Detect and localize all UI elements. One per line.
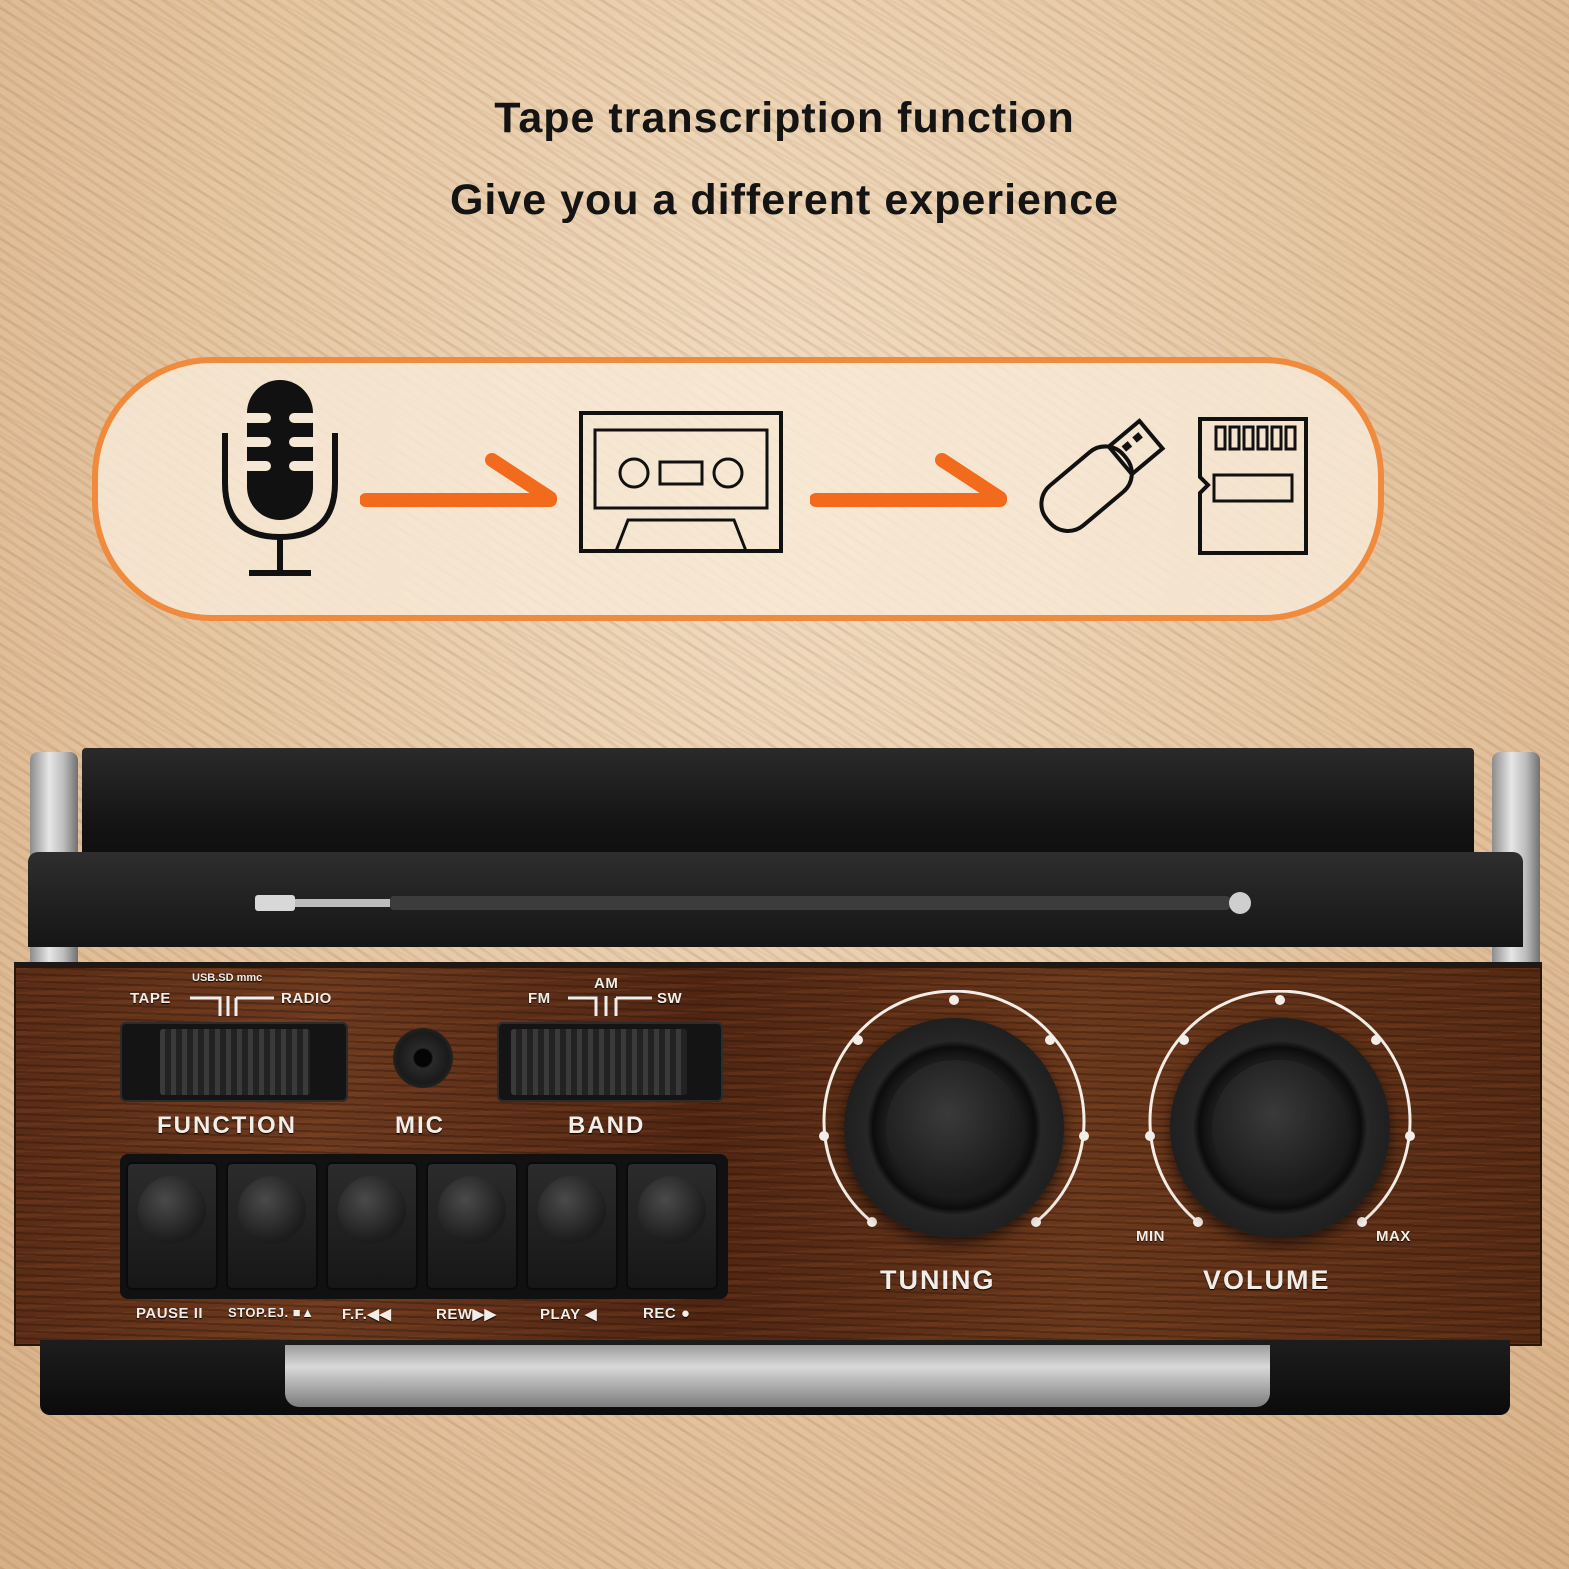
band-switch[interactable] xyxy=(497,1022,723,1102)
function-label: FUNCTION xyxy=(157,1112,297,1139)
rewind-key[interactable] xyxy=(426,1162,518,1290)
fast-forward-key[interactable] xyxy=(326,1162,418,1290)
chrome-deck-strip xyxy=(285,1345,1270,1407)
band-option-sw: SW xyxy=(657,990,683,1007)
mic-label: MIC xyxy=(395,1112,445,1139)
headline-title: Tape transcription function xyxy=(494,94,1075,142)
play-key[interactable] xyxy=(526,1162,618,1290)
mic-jack[interactable] xyxy=(393,1028,453,1088)
band-option-fm: FM xyxy=(528,990,551,1007)
volume-knob[interactable] xyxy=(1170,1018,1390,1238)
volume-label: VOLUME xyxy=(1203,1265,1331,1295)
function-option-tape: TAPE xyxy=(130,990,171,1007)
tuning-label: TUNING xyxy=(880,1265,996,1295)
arrow-icon xyxy=(360,453,557,507)
band-option-am: AM xyxy=(594,975,619,992)
sd-card-icon xyxy=(1198,417,1308,555)
telescopic-antenna[interactable] xyxy=(255,892,1255,914)
key-label-play: PLAY ◀ xyxy=(540,1306,598,1323)
function-switch-ticks xyxy=(190,996,274,1016)
function-option-usb: USB.SD mmc xyxy=(192,972,263,984)
function-switch[interactable] xyxy=(120,1022,348,1102)
key-label-stop: STOP.EJ. ■▲ xyxy=(228,1305,315,1320)
transport-key-bank xyxy=(120,1154,728,1299)
microphone-icon xyxy=(222,380,338,576)
function-option-radio: RADIO xyxy=(281,990,332,1007)
key-label-pause: PAUSE II xyxy=(136,1305,204,1322)
arrow-icon xyxy=(810,453,1007,507)
key-label-rew: REW▶▶ xyxy=(436,1306,497,1323)
band-switch-ticks xyxy=(568,996,652,1016)
usb-drive-icon xyxy=(1039,418,1166,533)
volume-min-label: MIN xyxy=(1136,1228,1165,1245)
volume-max-label: MAX xyxy=(1376,1228,1411,1245)
pause-key[interactable] xyxy=(126,1162,218,1290)
key-label-ff: F.F.◀◀ xyxy=(342,1306,392,1323)
record-key[interactable] xyxy=(626,1162,718,1290)
volume-scale xyxy=(1145,990,1415,1227)
key-label-rec: REC ● xyxy=(643,1305,691,1322)
cassette-tape-icon xyxy=(579,411,783,553)
tuning-knob[interactable] xyxy=(844,1018,1064,1238)
band-label: BAND xyxy=(568,1112,646,1139)
stop-eject-key[interactable] xyxy=(226,1162,318,1290)
tuning-scale xyxy=(819,990,1089,1227)
headline-subtitle: Give you a different experience xyxy=(449,176,1120,224)
